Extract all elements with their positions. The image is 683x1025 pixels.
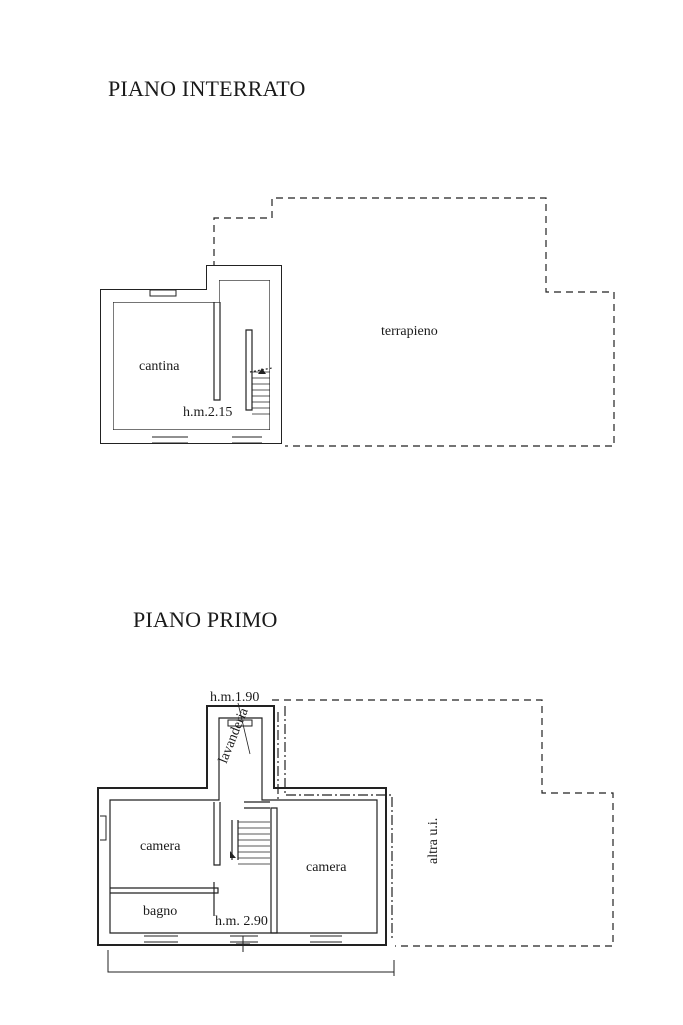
room-label-camera-left: camera [140, 839, 181, 854]
floor-title-interrato: PIANO INTERRATO [108, 76, 306, 101]
room-label-camera-right: camera [306, 860, 347, 875]
room-label-bagno: bagno [143, 904, 178, 919]
room-label-altra-ui: altra u.i. [426, 817, 441, 864]
floor-title-primo: PIANO PRIMO [133, 607, 278, 632]
room-label-cantina: cantina [139, 359, 180, 374]
height-label-primo-bottom: h.m. 2.90 [215, 914, 268, 929]
room-label-terrapieno: terrapieno [381, 324, 438, 339]
height-label-interrato: h.m.2.15 [183, 405, 233, 420]
height-label-primo-top: h.m.1.90 [210, 690, 260, 705]
